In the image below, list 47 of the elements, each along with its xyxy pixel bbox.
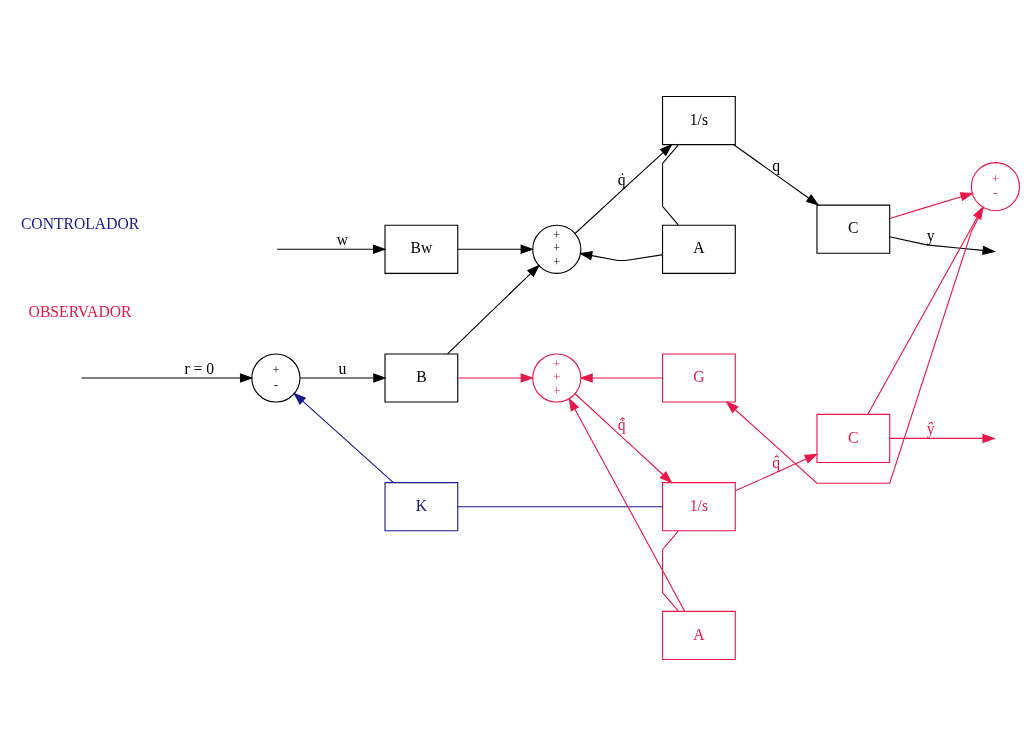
arrow	[574, 143, 673, 235]
node-circle: + + +	[531, 224, 581, 274]
arrow	[456, 244, 534, 254]
connector	[456, 506, 663, 508]
connector	[661, 530, 679, 612]
node-circle: + + +	[531, 353, 581, 403]
edge-label: q̇	[617, 170, 626, 188]
edge-label: q̂̇	[617, 415, 626, 433]
node-box: A	[661, 610, 736, 660]
edge-label: ŷ	[926, 420, 934, 438]
node-box: B	[383, 353, 458, 403]
arrow	[574, 393, 673, 484]
label: OBSERVADOR	[28, 303, 131, 321]
node-circle: + -	[970, 162, 1020, 212]
edge-label: y	[926, 226, 934, 244]
node-box: A	[661, 224, 736, 274]
edge-label: r = 0	[183, 359, 214, 377]
node-box: C	[815, 413, 890, 464]
arrow	[299, 373, 387, 383]
node-circle: + -	[250, 353, 300, 403]
edge-label: u	[338, 359, 346, 377]
label: CONTROLADOR	[20, 214, 139, 232]
node-box: K	[383, 482, 458, 532]
connector	[661, 144, 679, 226]
arrow	[568, 397, 685, 612]
edge-label: q	[771, 157, 780, 175]
arrow	[456, 373, 534, 383]
node-box: 1/s	[661, 96, 736, 146]
arrow	[578, 251, 663, 262]
arrow	[578, 373, 663, 383]
arrow	[732, 144, 819, 206]
arrow	[866, 206, 984, 415]
arrow	[292, 392, 394, 483]
arrow	[446, 264, 540, 355]
arrow	[276, 244, 386, 254]
arrow	[734, 453, 818, 492]
node-box: C	[815, 204, 890, 254]
arrow	[725, 207, 984, 484]
arrow	[888, 433, 996, 444]
edge-label: q̂	[771, 453, 780, 471]
node-box: 1/s	[661, 482, 736, 532]
node-box: G	[661, 353, 736, 403]
arrow	[888, 192, 974, 219]
edge-label: w	[336, 231, 348, 249]
arrow	[889, 236, 996, 256]
arrow	[80, 373, 253, 383]
node-box: Bw	[383, 224, 458, 274]
